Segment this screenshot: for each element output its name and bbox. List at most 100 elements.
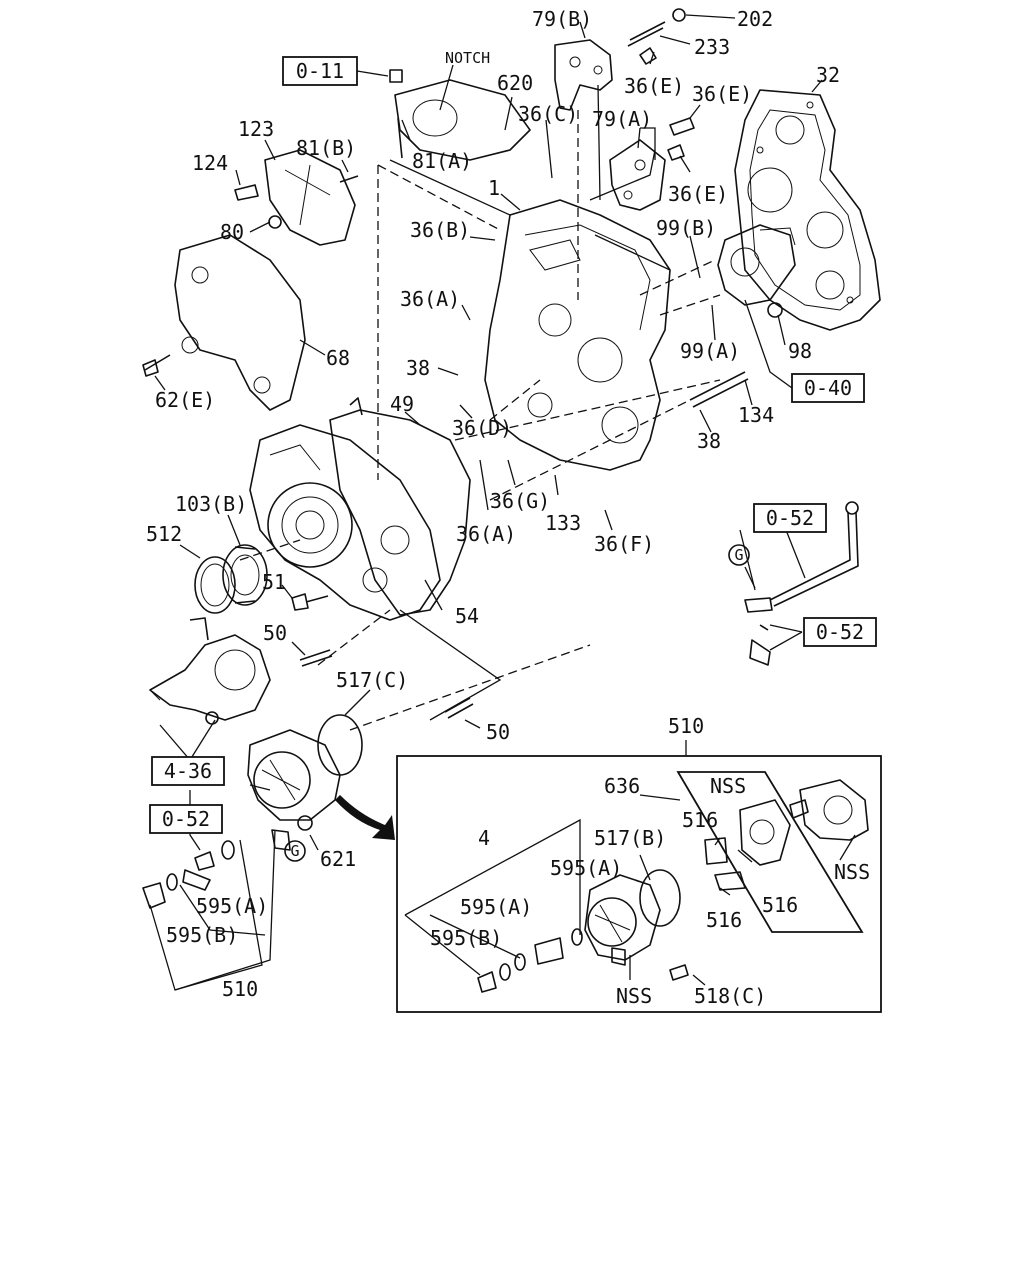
gasket-49-part [329,397,471,616]
g-marker-b-text: G [290,842,299,860]
ref-box-0-40: 0-40 [744,299,865,403]
callout-510-top: 510 [668,714,704,738]
bracket-79b-part [554,39,613,111]
callout-36f: 36(F) [594,532,654,556]
ref-0-52-text-c: 0-52 [162,807,210,831]
detail-bolts-part [477,928,689,993]
callout-32: 32 [816,63,840,87]
g-marker-a-text: G [734,546,743,564]
ref-0-40-text: 0-40 [804,376,852,400]
callout-516-1: 516 [682,808,718,832]
injection-pump-part [717,224,796,318]
callout-51: 51 [262,570,286,594]
o-ring-512-part [194,556,236,614]
callout-36g: 36(G) [490,489,550,513]
callout-98: 98 [788,339,812,363]
callout-123: 123 [238,117,274,141]
front-cover-1-part [484,199,671,471]
callout-36a-2: 36(A) [456,522,516,546]
callout-38-1: 38 [406,356,430,380]
callout-36e-3: 36(E) [668,182,728,206]
callout-36c: 36(C) [518,102,578,126]
callout-36d: 36(D) [452,416,512,440]
structure-lines [249,84,671,791]
cover-123-part [234,149,359,246]
detail-frame-510 [396,755,882,1013]
callout-516-2: 516 [706,908,742,932]
callout-nss-3: NSS [616,984,652,1008]
g-marker-a: G [728,544,750,566]
callout-99b: 99(B) [656,216,716,240]
callout-80: 80 [220,220,244,244]
callout-636: 636 [604,774,640,798]
callout-517c: 517(C) [336,668,408,692]
vacuum-pump-part [247,714,363,851]
check-valve-part [142,840,235,909]
stud-50-upper-part [299,649,333,667]
callout-68: 68 [326,346,350,370]
gasket-32-part [734,89,881,331]
housing-part [789,779,869,841]
power-steering-pump-part [149,617,271,725]
callout-595b-1: 595(B) [430,926,502,950]
callout-nss-2: NSS [834,860,870,884]
ref-box-0-52-b: 0-52 [803,617,877,647]
callout-518c: 518(C) [694,984,766,1008]
callout-36b: 36(B) [410,218,470,242]
callout-233: 233 [694,35,730,59]
callout-4: 4 [478,826,490,850]
group-lines-510 [149,818,581,991]
callout-595a-1: 595(A) [550,856,622,880]
callout-36e-2: 36(E) [692,82,752,106]
stud-134-part [689,371,749,408]
cover-620-part [394,79,531,161]
detail-arrow-icon [335,795,395,840]
frame-636 [676,771,864,933]
callout-36a-1: 36(A) [400,287,460,311]
callout-79a: 79(A) [592,107,652,131]
callout-81a: 81(A) [412,149,472,173]
ref-0-52-text-b: 0-52 [816,620,864,644]
callout-124: 124 [192,151,228,175]
callout-labels: 202 79(B) 233 36(E) 36(E) 36(E) 32 NOTCH… [146,7,870,1008]
timing-cover-54-part [249,424,441,621]
vacuum-pump-detail-part [584,869,681,966]
oil-pipe-part [744,501,859,666]
bracket-68-part [142,234,306,411]
vane-part [704,837,746,891]
callout-36e-1: 36(E) [624,74,684,98]
rotor-part [739,799,791,866]
callout-50-2: 50 [486,720,510,744]
callout-99a: 99(A) [680,339,740,363]
callout-512: 512 [146,522,182,546]
callout-595a-2: 595(A) [460,895,532,919]
bolt-233-part [627,8,686,65]
ref-box-0-11: 0-11 [282,56,403,86]
callout-62e: 62(E) [155,388,215,412]
callout-595b-2: 595(B) [166,923,238,947]
leader-lines [154,14,856,986]
ref-box-0-52-a: 0-52 [753,503,827,533]
callout-517b: 517(B) [594,826,666,850]
ref-box-0-52-c: 0-52 [149,804,223,834]
callout-133: 133 [545,511,581,535]
dashed-guides [239,110,721,731]
oil-seal-103b-part [222,544,268,606]
callout-49: 49 [390,392,414,416]
callout-1: 1 [488,176,500,200]
ref-0-52-text-a: 0-52 [766,506,814,530]
g-marker-b: G [284,840,306,862]
callout-620: 620 [497,71,533,95]
callout-516-3: 516 [762,893,798,917]
callout-103b: 103(B) [175,492,247,516]
ref-box-4-36: 4-36 [151,756,225,786]
callout-38-2: 38 [697,429,721,453]
callout-134: 134 [738,403,774,427]
callout-notch: NOTCH [445,49,490,67]
bolt-51-part [291,593,329,611]
callout-79b: 79(B) [532,7,592,31]
ref-4-36-text: 4-36 [164,759,212,783]
callout-510-bottom: 510 [222,977,258,1001]
callout-595a-3: 595(A) [196,894,268,918]
